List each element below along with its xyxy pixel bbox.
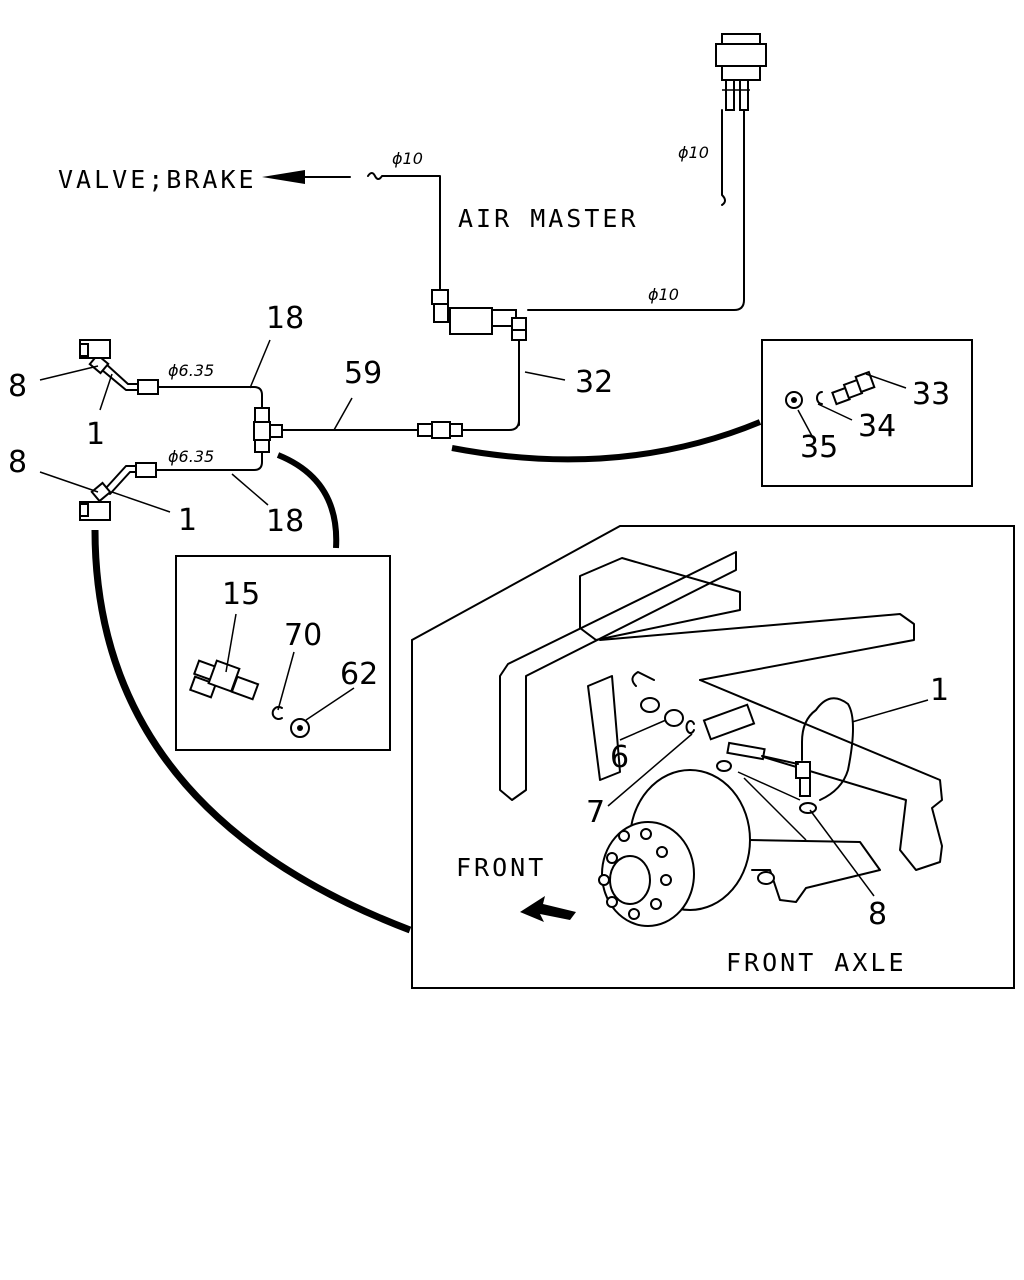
detail-box-hardware-right <box>761 339 973 487</box>
callout-1-upper: 1 <box>86 417 105 452</box>
leader-arc-middle <box>276 452 340 549</box>
detail-box-tee-hardware <box>175 555 391 751</box>
leader-lines <box>39 339 566 513</box>
hose-lower <box>79 462 157 521</box>
front-label: FRONT <box>456 853 546 882</box>
callout-34: 34 <box>858 409 896 444</box>
frame-and-axle-illustration <box>499 551 943 927</box>
diameter-valve: ϕ10 <box>392 149 423 168</box>
bulkhead-fitting <box>831 370 876 406</box>
callout-15: 15 <box>222 577 260 612</box>
callout-32: 32 <box>575 365 613 400</box>
callout-35: 35 <box>800 430 838 465</box>
callout-7: 7 <box>586 795 605 830</box>
valve-brake-label: VALVE;BRAKE <box>58 165 257 194</box>
pipe-to-valve <box>367 172 441 291</box>
callout-8-lower: 8 <box>8 445 27 480</box>
callout-8-axle: 8 <box>868 897 887 932</box>
connector-plug <box>715 33 767 111</box>
callout-1-lower: 1 <box>178 503 197 538</box>
axle-leader-lines <box>607 699 929 897</box>
diameter-connector: ϕ10 <box>678 143 709 162</box>
diameter-lower-pipe: ϕ6.35 <box>168 447 214 466</box>
diameter-upper-pipe: ϕ6.35 <box>168 361 214 380</box>
tee-union-15 <box>188 659 260 701</box>
callout-1-axle: 1 <box>930 673 949 708</box>
clip-34 <box>816 391 823 405</box>
air-master-label: AIR MASTER <box>458 204 639 233</box>
callout-18-lower: 18 <box>266 504 304 539</box>
callout-62: 62 <box>340 657 378 692</box>
callout-70: 70 <box>284 618 322 653</box>
callout-8-upper: 8 <box>8 369 27 404</box>
callout-33: 33 <box>912 377 950 412</box>
front-axle-detail-panel <box>411 525 1015 989</box>
pipe-air-master-top <box>527 109 745 311</box>
leader-arc-right <box>451 419 762 463</box>
pipe-59 <box>279 419 520 431</box>
hose-upper <box>79 339 159 395</box>
callout-18-upper: 18 <box>266 301 304 336</box>
left-arrow-icon <box>262 170 351 184</box>
air-master-unit <box>431 289 527 341</box>
pipe-18-lower <box>155 451 263 471</box>
diameter-air-master: ϕ10 <box>648 285 679 304</box>
leader-arc-left <box>91 529 412 934</box>
callout-59: 59 <box>344 356 382 391</box>
front-arrow-icon <box>520 896 576 922</box>
pipe-18-upper <box>157 386 263 409</box>
front-axle-label: FRONT AXLE <box>726 948 907 977</box>
tee-fitting <box>253 407 283 453</box>
callout-6: 6 <box>610 740 629 775</box>
union-fitting <box>417 421 463 439</box>
